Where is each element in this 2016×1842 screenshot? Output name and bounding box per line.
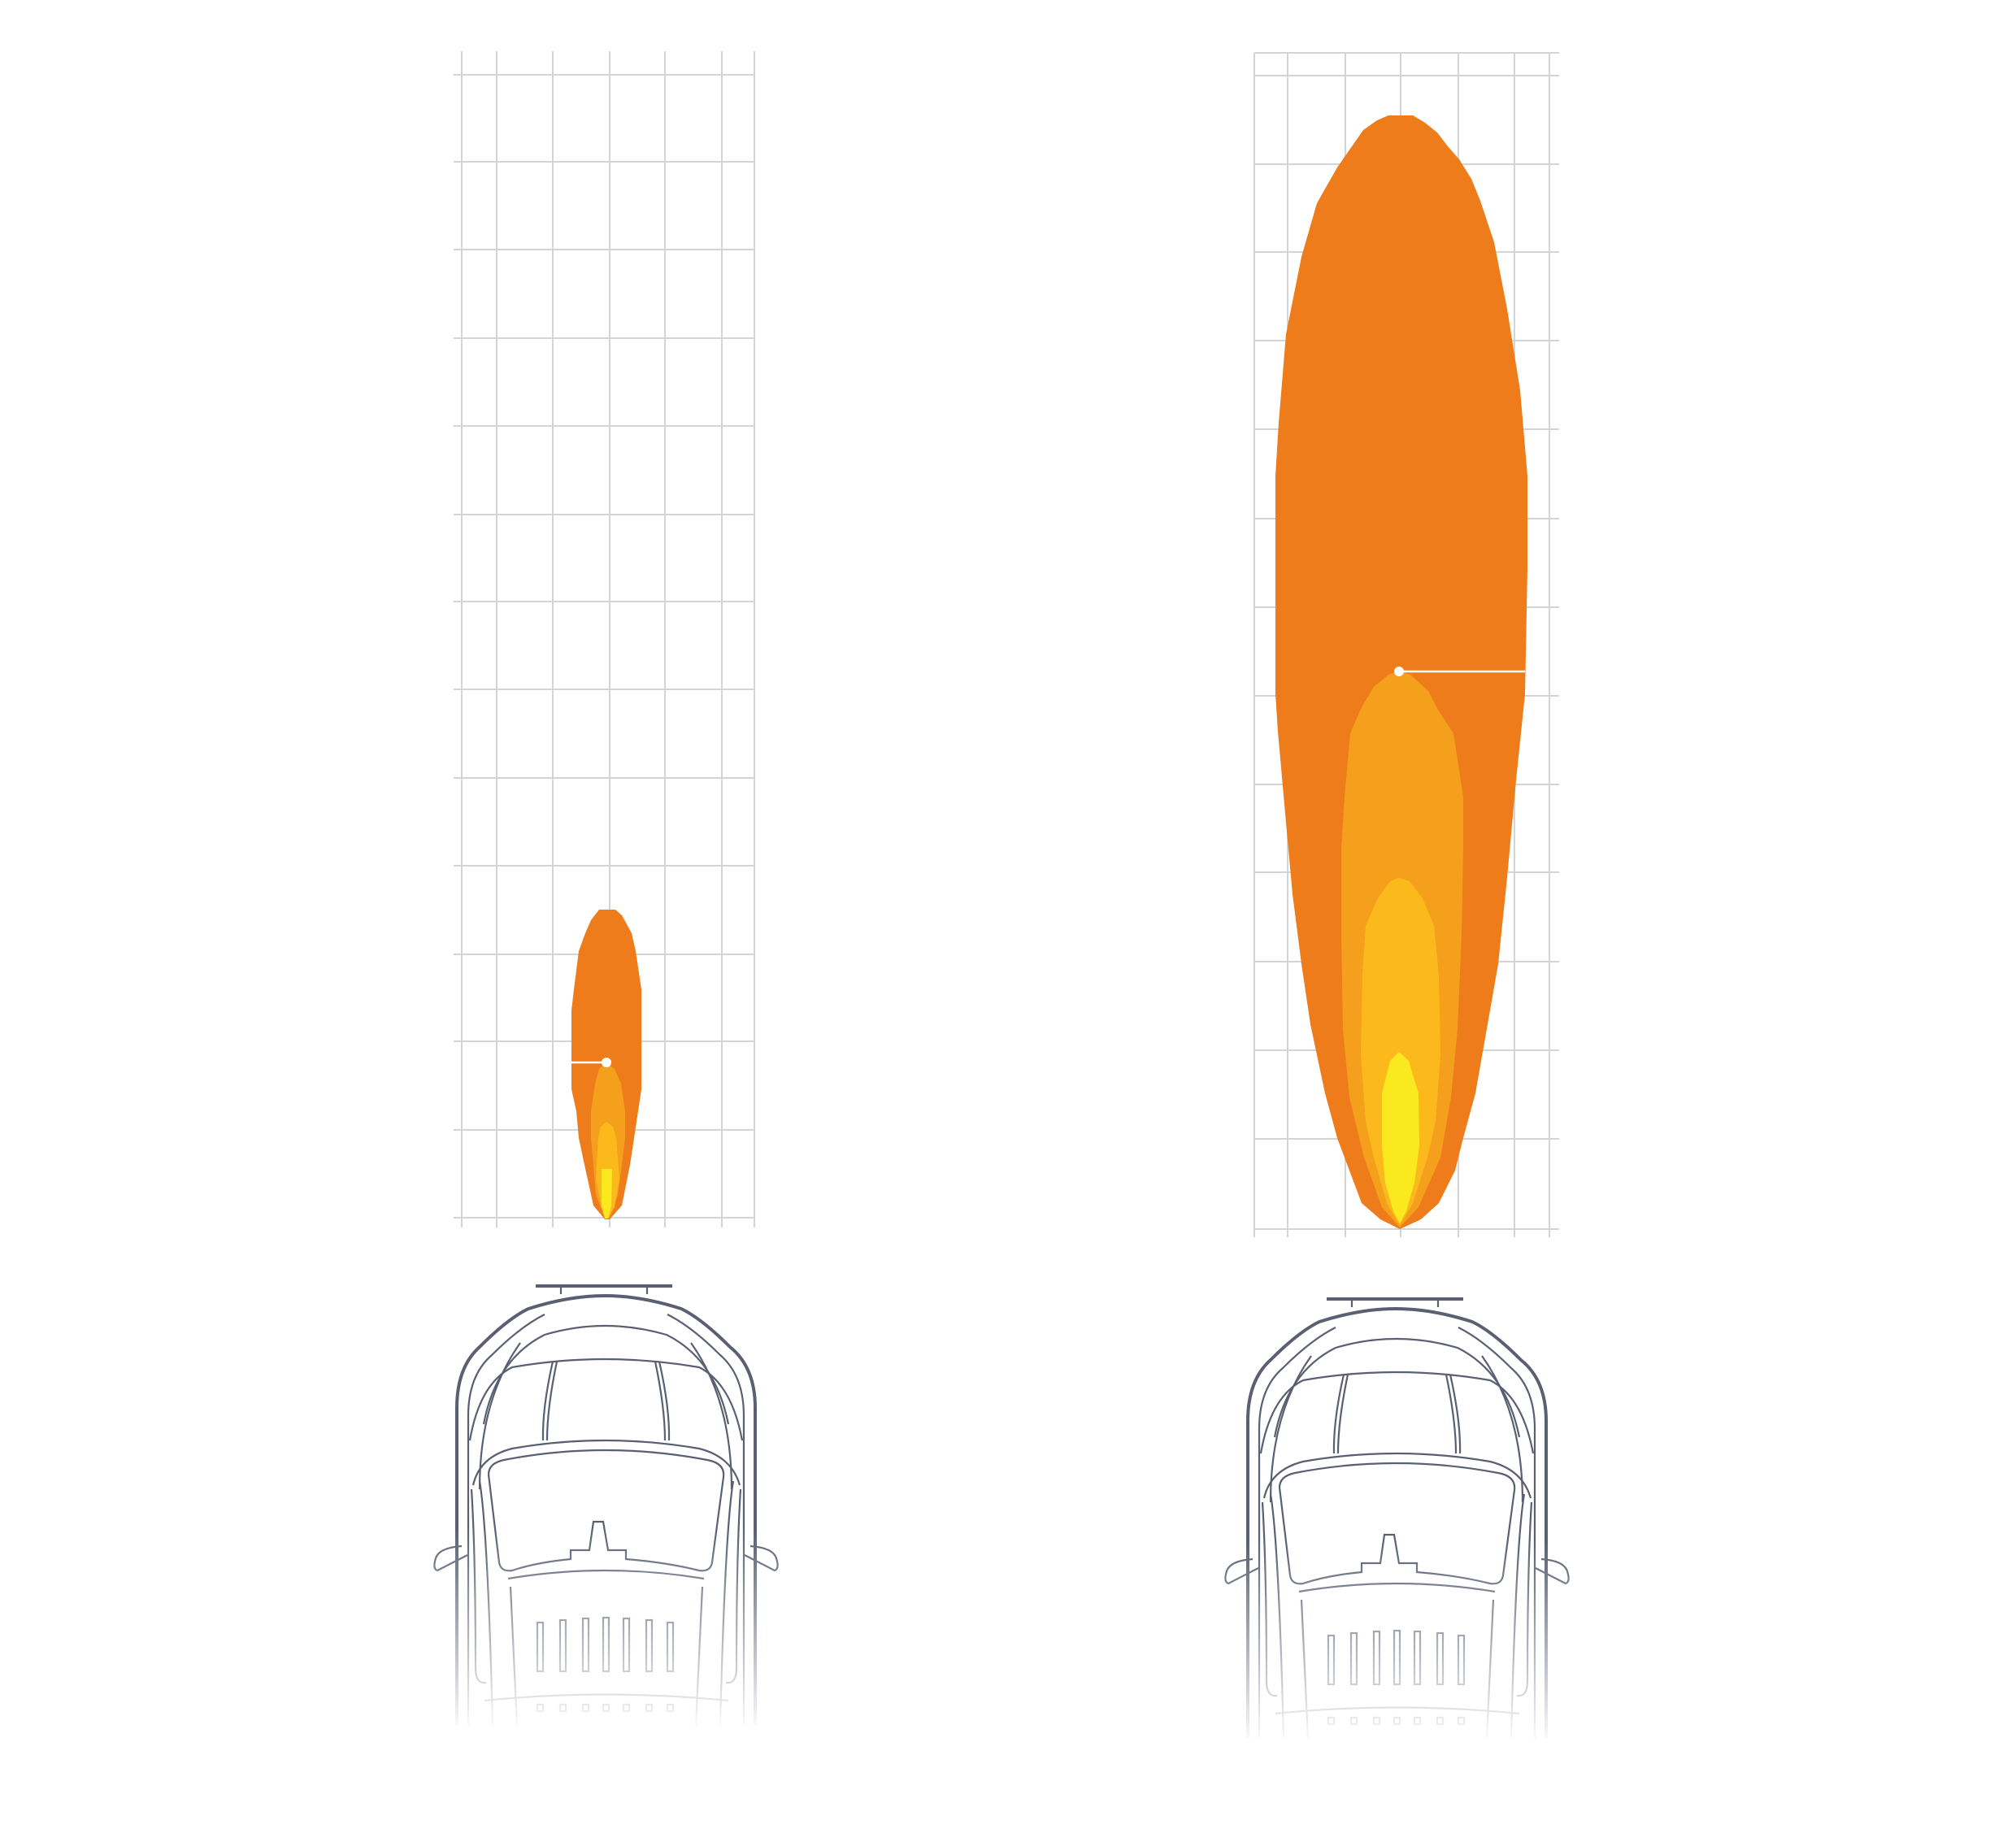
vehicle-right: [1225, 1299, 1568, 1738]
beam-zone-core: [1382, 1052, 1419, 1223]
beam-pattern-right: [1275, 115, 1527, 1229]
marker-dot: [1394, 667, 1404, 676]
marker-dot: [602, 1058, 611, 1067]
beam-zone-core: [602, 1169, 612, 1219]
beam-pattern-left: [571, 910, 641, 1219]
vehicle-left: [434, 1286, 777, 1725]
beam-zone-inner: [1361, 878, 1440, 1226]
